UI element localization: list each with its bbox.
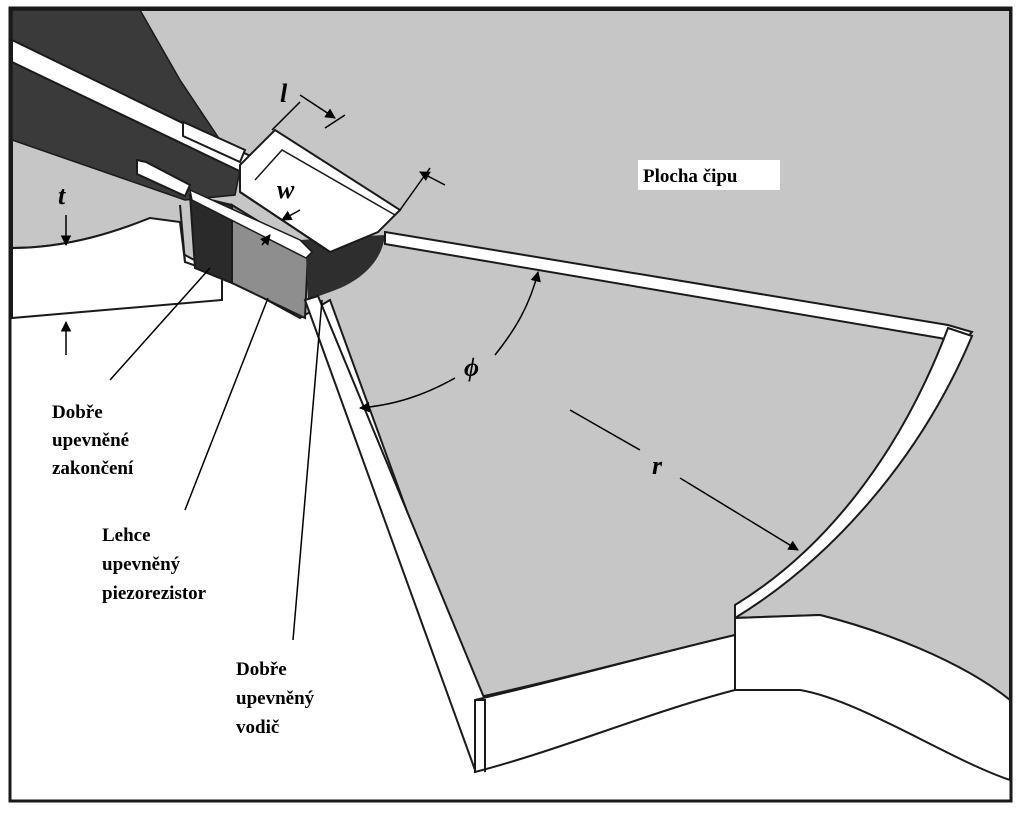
dim-w-arrow-lower [281,209,301,221]
dim-w-arrow-right [419,171,446,186]
label-conductor-line3: vodič [236,717,279,738]
pad-inner-edge [254,149,396,216]
radius-line-lower [679,477,799,551]
label-fixed-end-line1: Dobře [52,402,103,423]
label-piezo-line3: piezorezistor [102,583,207,604]
chip-area-label: Plocha čipu [643,166,738,187]
dim-w-arrow-lower2 [259,234,271,246]
chip-label-bg [638,160,780,190]
symbol-width: w [277,175,295,204]
label-fixed-end-line2: upevněné [52,430,129,451]
label-piezoresistor: Lehce upevněný piezorezistor [102,525,207,604]
symbol-length: l [280,79,288,108]
tab-upper [182,120,247,164]
leader-conductor [292,299,323,641]
symbol-radius: r [652,451,663,480]
substrate-corner-edge [475,699,486,772]
label-piezo-line1: Lehce [102,525,151,546]
angle-phi-arc-lower [358,377,456,413]
label-piezo-line2: upevněný [102,554,181,575]
pad-shadow [300,235,385,300]
pad-front-edge [239,191,331,253]
radius-line-upper [569,409,641,451]
symbol-angle: ϕ [464,353,479,382]
dim-l-arrow [299,94,336,119]
beam-top-strip [188,188,314,259]
label-fixed-end: Dobře upevněné zakončení [52,402,134,479]
label-conductor-line1: Dobře [236,659,287,680]
angle-phi-arc-upper [494,270,541,356]
substrate-right [474,613,1011,782]
dim-l-tick-right [324,114,346,129]
dim-l-tick-left [271,101,301,131]
label-conductor: Dobře upevněný vodič [236,659,315,738]
symbol-thickness: t [58,181,66,210]
leader-fixed-end [109,267,211,381]
label-conductor-line2: upevněný [236,688,315,709]
tab-lower [136,158,192,198]
leader-piezoresistor [184,297,269,511]
label-fixed-end-line3: zakončení [52,458,134,479]
substrate-left-inner-edge [179,204,186,263]
